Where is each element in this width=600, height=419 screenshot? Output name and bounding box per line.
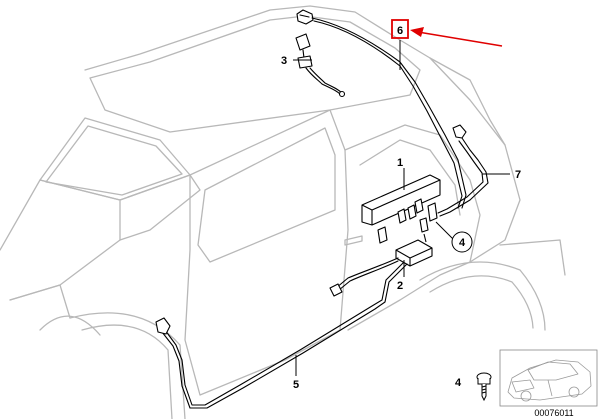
antenna-cable-6	[296, 9, 467, 209]
cable-5	[155, 257, 408, 409]
highlight-box	[391, 19, 409, 39]
callout-1: 1	[397, 157, 403, 169]
callout-7: 7	[515, 169, 521, 181]
callout-6: 6	[397, 25, 403, 37]
location-thumbnail	[499, 349, 598, 407]
red-arrow	[410, 27, 503, 47]
antenna-module-1	[361, 174, 441, 244]
antenna-amplifier-cable-3	[295, 33, 346, 98]
leader-lines	[293, 40, 510, 376]
callout-4-circle	[451, 231, 473, 253]
callout-3: 3	[281, 55, 287, 67]
legend-index: 4	[455, 377, 462, 389]
catalog-number: 00076011	[534, 408, 573, 418]
callout-2: 2	[397, 280, 403, 292]
car-body-outline	[0, 5, 566, 419]
module-2	[395, 233, 433, 267]
callout-5: 5	[293, 379, 299, 391]
screw-icon	[476, 372, 492, 402]
legend-screw: 4	[455, 372, 492, 402]
cable-7	[437, 137, 489, 217]
callout-4: 4	[459, 237, 466, 249]
